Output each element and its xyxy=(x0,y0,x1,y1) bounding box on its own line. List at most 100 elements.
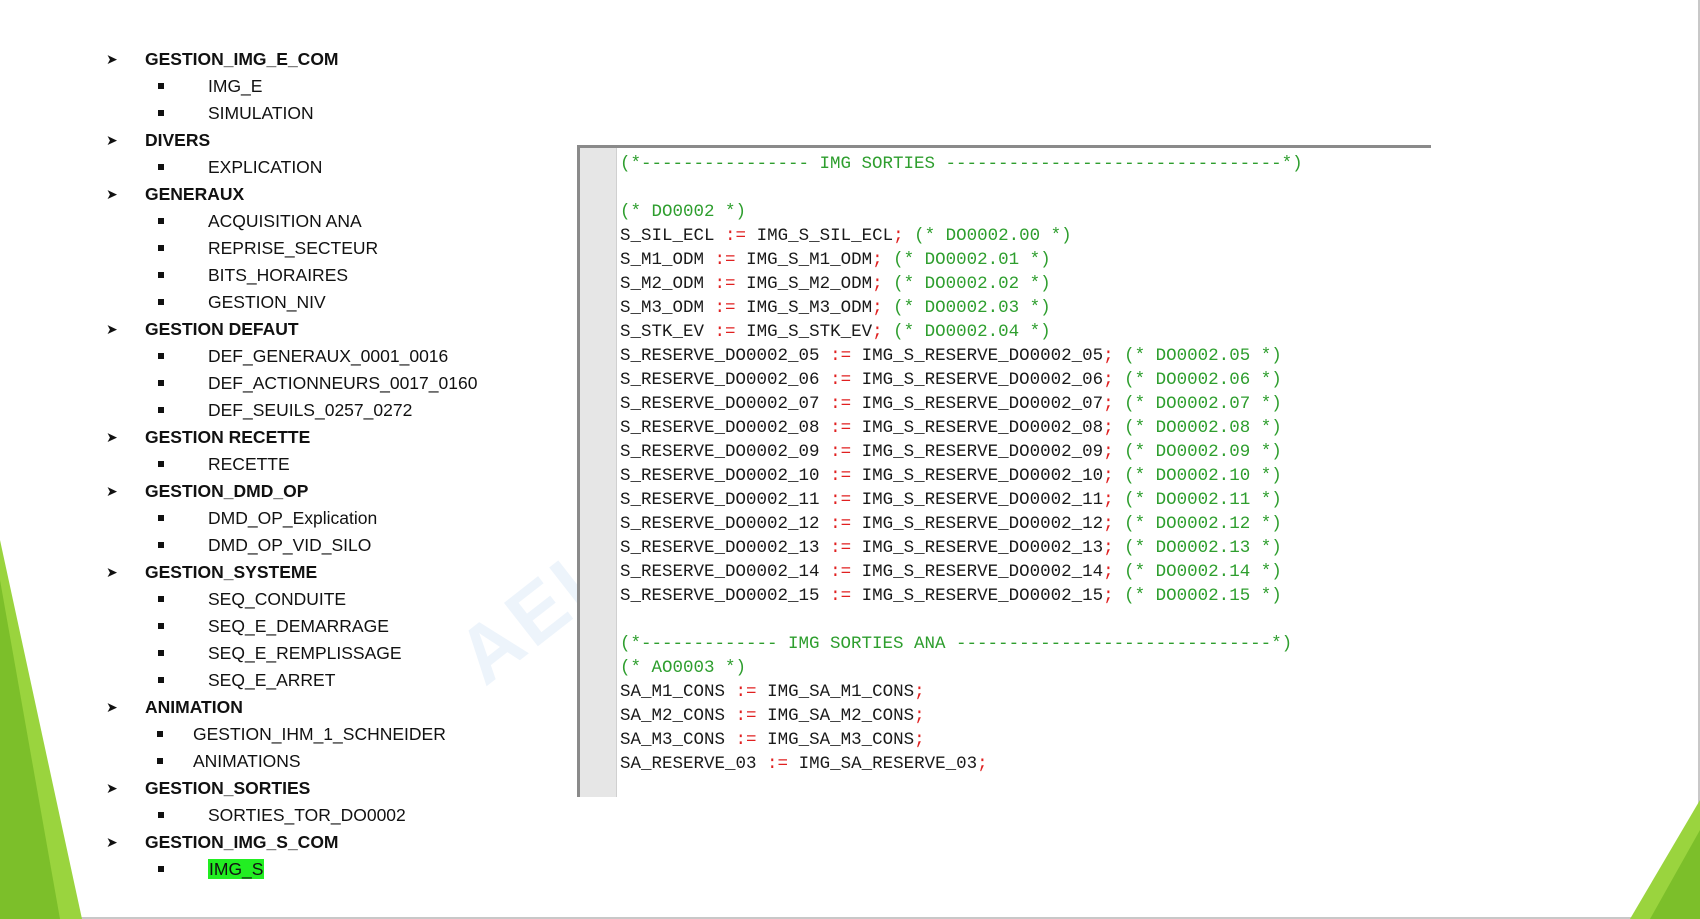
code-line: S_RESERVE_DO0002_05 := IMG_S_RESERVE_DO0… xyxy=(620,344,1303,368)
code-comment: (* DO0002.12 *) xyxy=(1124,514,1282,534)
code-target: S_RESERVE_DO0002_15 xyxy=(620,586,820,606)
arrow-bullet-icon: ➤ xyxy=(106,321,118,337)
outline-item[interactable]: DEF_GENERAUX_0001_0016 xyxy=(100,343,477,370)
square-bullet-icon xyxy=(158,407,164,413)
code-comment: (* DO0002.09 *) xyxy=(1124,442,1282,462)
outline-item[interactable]: ACQUISITION ANA xyxy=(100,208,477,235)
code-comment: (* DO0002.02 *) xyxy=(893,274,1051,294)
code-line: S_M3_ODM := IMG_S_M3_ODM; (* DO0002.03 *… xyxy=(620,296,1303,320)
statement-terminator: ; xyxy=(1103,514,1114,534)
outline-item[interactable]: SORTIES_TOR_DO0002 xyxy=(100,802,477,829)
outline-item[interactable]: IMG_S xyxy=(100,856,477,883)
code-line-header: (*------------- IMG SORTIES ANA --------… xyxy=(620,632,1303,656)
section-header-comment: (*------------- IMG SORTIES ANA --------… xyxy=(620,634,1293,654)
code-line-blank xyxy=(620,176,1303,200)
outline-item[interactable]: DEF_SEUILS_0257_0272 xyxy=(100,397,477,424)
statement-terminator: ; xyxy=(1103,370,1114,390)
assign-operator: := xyxy=(714,250,736,270)
outline-group[interactable]: ➤GESTION DEFAUT xyxy=(100,316,477,343)
outline-group[interactable]: ➤ GESTION_IMG_S_COM xyxy=(100,829,477,856)
statement-terminator: ; xyxy=(914,682,925,702)
assign-operator: := xyxy=(714,322,736,342)
code-target: SA_RESERVE_03 xyxy=(620,754,757,774)
code-comment: (* DO0002 *) xyxy=(620,202,747,222)
square-bullet-icon xyxy=(158,245,164,251)
arrow-bullet-icon: ➤ xyxy=(106,429,118,445)
outline-item-label: DMD_OP_Explication xyxy=(208,508,378,528)
outline-item[interactable]: SIMULATION xyxy=(100,100,477,127)
code-line: S_RESERVE_DO0002_12 := IMG_S_RESERVE_DO0… xyxy=(620,512,1303,536)
section-header-comment: (*---------------- IMG SORTIES ---------… xyxy=(620,154,1303,174)
code-target: S_RESERVE_DO0002_08 xyxy=(620,418,820,438)
outline-group[interactable]: ➤ ANIMATION xyxy=(100,694,477,721)
outline-item-label: SEQ_E_REMPLISSAGE xyxy=(208,643,402,663)
outline-group-label: GESTION_IMG_S_COM xyxy=(145,832,339,852)
code-target: SA_M2_CONS xyxy=(620,706,726,726)
outline-item[interactable]: RECETTE xyxy=(100,451,477,478)
editor-gutter xyxy=(580,148,617,797)
outline-group-label: GESTION_SORTIES xyxy=(145,778,311,798)
square-bullet-icon xyxy=(158,677,164,683)
outline-item-label: ACQUISITION ANA xyxy=(208,211,362,231)
square-bullet-icon xyxy=(158,623,164,629)
code-source: IMG_S_RESERVE_DO0002_11 xyxy=(861,490,1104,510)
outline-item[interactable]: SEQ_E_REMPLISSAGE xyxy=(100,640,477,667)
outline-item[interactable]: SEQ_E_DEMARRAGE xyxy=(100,613,477,640)
outline-group[interactable]: ➤GESTION RECETTE xyxy=(100,424,477,451)
statement-terminator: ; xyxy=(977,754,988,774)
outline-item[interactable]: GESTION_NIV xyxy=(100,289,477,316)
code-line: S_RESERVE_DO0002_10 := IMG_S_RESERVE_DO0… xyxy=(620,464,1303,488)
square-bullet-icon xyxy=(158,542,164,548)
outline-item[interactable]: GESTION_IHM_1_SCHNEIDER xyxy=(100,721,477,748)
arrow-bullet-icon: ➤ xyxy=(106,699,118,715)
outline-item[interactable]: DMD_OP_VID_SILO xyxy=(100,532,477,559)
outline-item[interactable]: SEQ_E_ARRET xyxy=(100,667,477,694)
code-line: S_RESERVE_DO0002_15 := IMG_S_RESERVE_DO0… xyxy=(620,584,1303,608)
code-target: SA_M1_CONS xyxy=(620,682,726,702)
assign-operator: := xyxy=(714,298,736,318)
arrow-bullet-icon: ➤ xyxy=(106,483,118,499)
code-editor-panel[interactable]: (*---------------- IMG SORTIES ---------… xyxy=(577,145,1431,797)
code-target: S_RESERVE_DO0002_13 xyxy=(620,538,820,558)
outline-item[interactable]: DEF_ACTIONNEURS_0017_0160 xyxy=(100,370,477,397)
statement-terminator: ; xyxy=(1103,562,1114,582)
left-green-corner-shape xyxy=(0,540,82,919)
outline-item-label: DEF_ACTIONNEURS_0017_0160 xyxy=(208,373,478,393)
outline-item[interactable]: BITS_HORAIRES xyxy=(100,262,477,289)
code-source: IMG_S_STK_EV xyxy=(746,322,873,342)
outline-group-label: GENERAUX xyxy=(145,184,245,204)
square-bullet-icon xyxy=(158,83,164,89)
code-comment: (* DO0002.04 *) xyxy=(893,322,1051,342)
arrow-bullet-icon: ➤ xyxy=(106,834,118,850)
code-source: IMG_S_RESERVE_DO0002_06 xyxy=(861,370,1104,390)
code-comment: (* AO0003 *) xyxy=(620,658,747,678)
code-source: IMG_S_RESERVE_DO0002_10 xyxy=(861,466,1104,486)
outline-item[interactable]: ANIMATIONS xyxy=(100,748,477,775)
outline-item-label: IMG_E xyxy=(208,76,263,96)
outline-group[interactable]: ➤DIVERS xyxy=(100,127,477,154)
outline-group-label: ANIMATION xyxy=(145,697,243,717)
code-line: S_RESERVE_DO0002_06 := IMG_S_RESERVE_DO0… xyxy=(620,368,1303,392)
code-target: S_M1_ODM xyxy=(620,250,705,270)
outline-group[interactable]: ➤GENERAUX xyxy=(100,181,477,208)
assign-operator: := xyxy=(830,490,852,510)
code-source: IMG_S_RESERVE_DO0002_08 xyxy=(861,418,1104,438)
outline-item[interactable]: REPRISE_SECTEUR xyxy=(100,235,477,262)
outline-group[interactable]: ➤GESTION_IMG_E_COM xyxy=(100,46,477,73)
square-bullet-icon xyxy=(158,299,164,305)
code-source: IMG_S_M2_ODM xyxy=(746,274,873,294)
outline-item[interactable]: EXPLICATION xyxy=(100,154,477,181)
code-line: S_RESERVE_DO0002_09 := IMG_S_RESERVE_DO0… xyxy=(620,440,1303,464)
outline-item[interactable]: IMG_E xyxy=(100,73,477,100)
code-target: S_M2_ODM xyxy=(620,274,705,294)
statement-terminator: ; xyxy=(1103,538,1114,558)
outline-group-label: GESTION_SYSTEME xyxy=(145,562,318,582)
outline-item[interactable]: SEQ_CONDUITE xyxy=(100,586,477,613)
outline-group[interactable]: ➤GESTION_SORTIES xyxy=(100,775,477,802)
outline-group[interactable]: ➤GESTION_DMD_OP xyxy=(100,478,477,505)
statement-terminator: ; xyxy=(893,226,904,246)
statement-terminator: ; xyxy=(1103,394,1114,414)
square-bullet-icon xyxy=(158,461,164,467)
outline-group[interactable]: ➤GESTION_SYSTEME xyxy=(100,559,477,586)
outline-item[interactable]: DMD_OP_Explication xyxy=(100,505,477,532)
